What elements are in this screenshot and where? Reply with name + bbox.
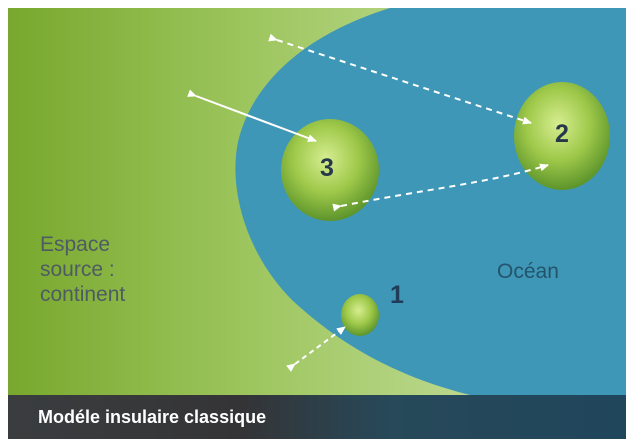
diagram-footer: Modéle insulaire classique xyxy=(8,395,626,439)
island-1-label: 1 xyxy=(390,281,404,309)
dashed-arrow-continent-to-island-2 xyxy=(268,33,532,125)
dashed-arrow-continent-to-island-1 xyxy=(286,326,346,372)
continent-label: Espace source : continent xyxy=(40,233,126,306)
solid-arrow-continent-to-island-3 xyxy=(187,89,317,142)
ocean-label: Océan xyxy=(497,260,559,283)
island-3-label: 3 xyxy=(320,154,334,182)
island-2-shape xyxy=(514,82,610,190)
dashed-arrow-island-3-to-island-2 xyxy=(332,163,549,212)
island-2-label: 2 xyxy=(555,120,569,148)
footer-title: Modéle insulaire classique xyxy=(38,407,267,427)
island-1-shape xyxy=(341,294,379,336)
